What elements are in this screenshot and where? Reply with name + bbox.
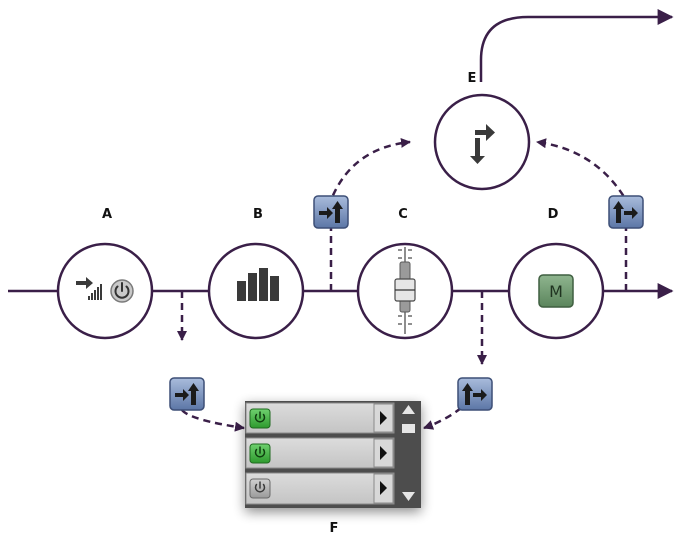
- send-icon-prefader-top: [313, 195, 349, 229]
- send-path-prefader-to-f-curve: [181, 409, 245, 432]
- power-icon[interactable]: [249, 443, 271, 464]
- sends-panel-rows: [245, 402, 415, 505]
- label-d: D: [548, 207, 559, 222]
- send-path-prefader-to-e: [329, 137, 411, 291]
- expand-arrow-icon[interactable]: [380, 481, 387, 495]
- output-routing-icon: [470, 124, 495, 164]
- mute-button-text: M: [549, 282, 563, 301]
- node-e-circle: [433, 93, 531, 191]
- power-icon[interactable]: [249, 478, 271, 499]
- label-b: B: [253, 207, 263, 222]
- sends-panel-row[interactable]: [245, 402, 395, 434]
- scroll-up-icon[interactable]: [402, 405, 415, 414]
- power-icon[interactable]: [249, 408, 271, 429]
- scroll-thumb[interactable]: [402, 424, 415, 433]
- sends-panel-scrollbar[interactable]: [402, 405, 415, 501]
- sends-panel-row[interactable]: [245, 437, 395, 469]
- power-icon: [110, 279, 134, 303]
- label-f: F: [330, 521, 339, 536]
- send-icon-postfader-bottom: [457, 377, 493, 411]
- input-and-power-icon: [76, 277, 134, 303]
- expand-arrow-icon[interactable]: [380, 411, 387, 425]
- node-a-circle: [56, 242, 154, 340]
- send-icon-postfader-top: [608, 195, 644, 229]
- input-level-icon: [76, 277, 102, 300]
- sends-panel-row[interactable]: [245, 472, 395, 505]
- label-e: E: [468, 71, 477, 86]
- output-path: [479, 9, 674, 82]
- expand-arrow-icon[interactable]: [380, 446, 387, 460]
- label-c: C: [398, 207, 408, 222]
- effects-bars-icon: [237, 268, 279, 301]
- scroll-down-icon[interactable]: [402, 492, 415, 501]
- fader-icon: [394, 247, 416, 334]
- label-a: A: [102, 207, 112, 222]
- mute-button-icon: M: [538, 274, 574, 308]
- send-icon-prefader-bottom: [169, 377, 205, 411]
